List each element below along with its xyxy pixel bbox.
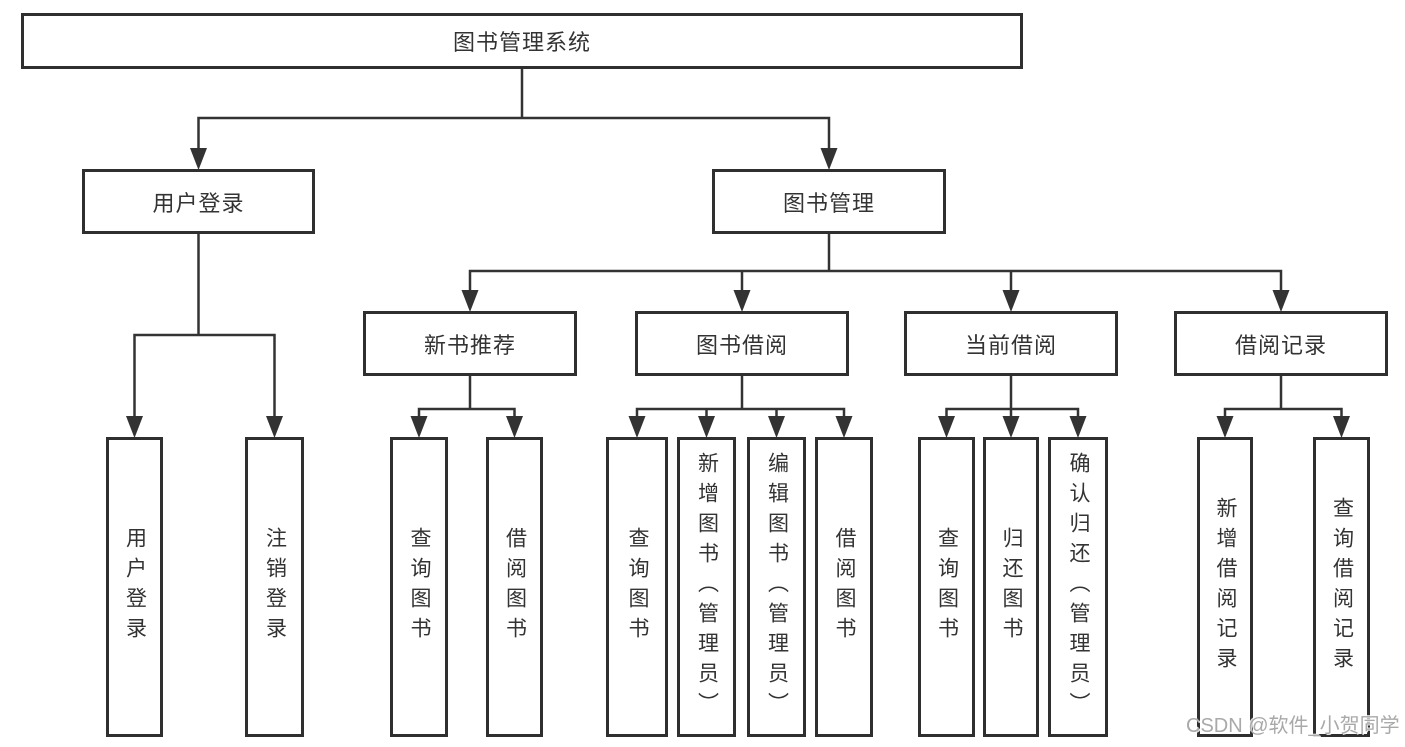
leaf-query-book-current: 查询图书: [918, 437, 975, 737]
node-label: 图书借阅: [695, 332, 788, 358]
leaf-label: 查询图书: [626, 527, 649, 647]
leaf-confirm-return-admin: 确认归还（管理员）: [1048, 437, 1108, 737]
leaf-label: 查询图书: [408, 527, 431, 647]
leaf-query-book-borrow: 查询图书: [606, 437, 668, 737]
leaf-label: 编辑图书（管理员）: [765, 452, 789, 722]
node-library-management-system: 图书管理系统: [21, 13, 1023, 69]
connector-newbook-to-leaves: [410, 374, 523, 438]
node-user-login: 用户登录: [82, 169, 315, 234]
leaf-logout-login: 注销登录: [245, 437, 304, 737]
leaf-label: 确认归还（管理员）: [1067, 452, 1090, 722]
leaf-add-book-admin: 新增图书（管理员）: [677, 437, 736, 737]
node-book-borrow: 图书借阅: [635, 311, 849, 376]
leaf-borrow-book-recommend: 借阅图书: [486, 437, 543, 737]
leaf-label: 借阅图书: [503, 527, 527, 647]
node-book-management: 图书管理: [712, 169, 946, 234]
leaf-label: 新增图书（管理员）: [695, 452, 719, 722]
leaf-add-borrow-record: 新增借阅记录: [1197, 437, 1253, 737]
leaf-label: 用户登录: [123, 527, 147, 647]
connector-bookborrow-to-leaves: [628, 374, 853, 438]
connector-borrowrecords-to-leaves: [1216, 374, 1350, 438]
node-borrow-records: 借阅记录: [1174, 311, 1388, 376]
leaf-edit-book-admin: 编辑图书（管理员）: [747, 437, 806, 737]
csdn-watermark: CSDN @软件_小贺同学: [1186, 715, 1400, 737]
leaf-return-book: 归还图书: [983, 437, 1039, 737]
leaf-label: 注销登录: [263, 527, 287, 647]
leaf-label: 归还图书: [1000, 527, 1023, 647]
leaf-query-book-recommend: 查询图书: [390, 437, 448, 737]
connector-root-to-level1: [190, 67, 838, 170]
node-label: 当前借阅: [964, 332, 1057, 358]
leaf-query-borrow-record: 查询借阅记录: [1313, 437, 1370, 737]
leaf-label: 查询借阅记录: [1330, 497, 1354, 677]
connector-userlogin-to-leaves: [126, 232, 283, 438]
node-label: 用户登录: [152, 190, 245, 216]
connector-currentborrow-to-leaves: [938, 374, 1087, 438]
leaf-user-login: 用户登录: [106, 437, 163, 737]
node-label: 新书推荐: [423, 332, 516, 358]
leaf-borrow-book: 借阅图书: [815, 437, 873, 737]
node-label: 图书管理: [782, 190, 875, 216]
node-new-book-recommend: 新书推荐: [363, 311, 577, 376]
node-label: 图书管理系统: [452, 30, 591, 55]
node-current-borrow: 当前借阅: [904, 311, 1118, 376]
leaf-label: 新增借阅记录: [1214, 497, 1237, 677]
connector-bookmgmt-to-level2: [461, 232, 1290, 312]
leaf-label: 查询图书: [935, 527, 959, 647]
leaf-label: 借阅图书: [833, 527, 856, 647]
node-label: 借阅记录: [1234, 332, 1327, 358]
